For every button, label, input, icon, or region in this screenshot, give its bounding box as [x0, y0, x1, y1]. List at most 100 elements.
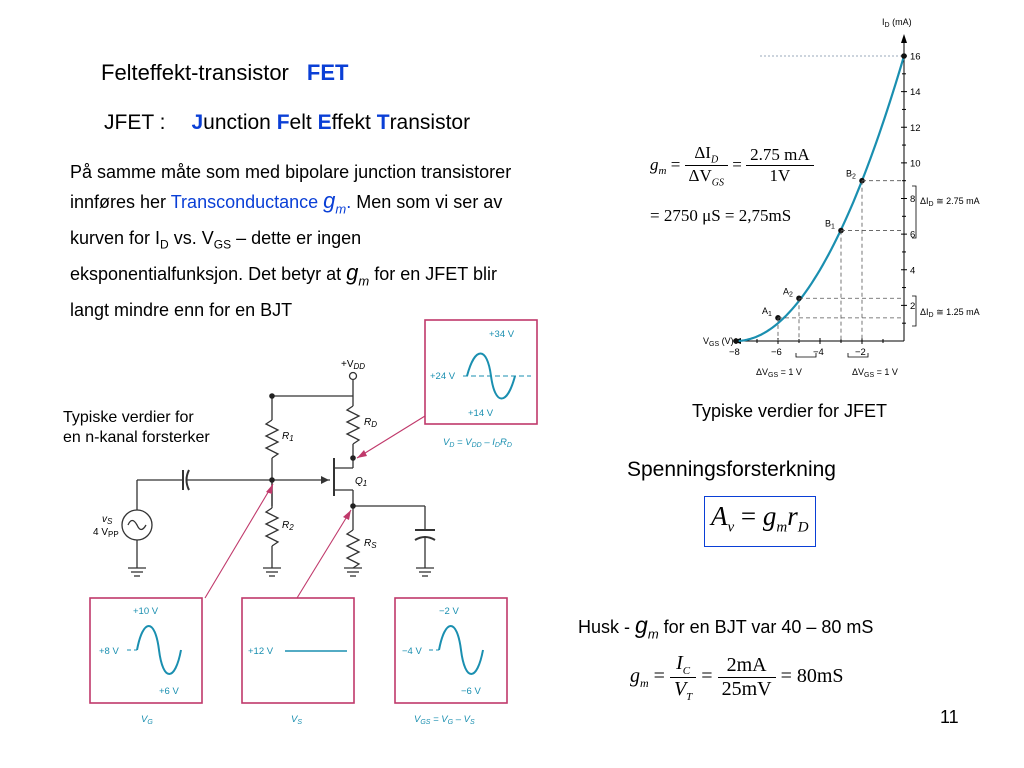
gm-symbol: gm — [346, 259, 370, 289]
point-label: B2 — [846, 169, 856, 181]
pointer-arrow — [343, 510, 351, 520]
title-accent: FET — [306, 60, 349, 85]
vgs-bottom-label: −6 V — [461, 686, 481, 697]
gm-symbol: gm — [323, 187, 347, 216]
y-tick-label: 12 — [910, 123, 921, 134]
drain-node — [350, 455, 356, 461]
di-annotation-large: ΔID ≅ 2.75 mA — [920, 196, 980, 208]
y-tick-label: 10 — [910, 158, 921, 169]
point-label: A1 — [762, 306, 772, 318]
gate-mid-label: +8 V — [99, 646, 119, 657]
para-line: eksponentialfunksjon. Det betyr at gm fo… — [70, 259, 497, 289]
gm-result: = 2750 μS = 2,75mS — [650, 206, 792, 225]
husk-line: Husk - gm for en BJT var 40 – 80 mS — [578, 612, 874, 642]
vgs-waveform-box — [394, 597, 508, 704]
amplifier-circuit: +VDD R1 R2 RD RS Q1 vS 4 VPP +34 V +24 V… — [89, 319, 538, 726]
pointer-lines — [204, 415, 426, 599]
gate-node — [269, 477, 275, 483]
para-text: Men som vi ser av — [351, 191, 503, 212]
note-line: Typiske verdier for — [63, 409, 194, 426]
r2-resistor — [264, 507, 280, 547]
subtitle-initial: T — [376, 111, 390, 134]
drain-bottom-label: +14 V — [468, 408, 494, 419]
para-line: På samme måte som med bipolare junction … — [70, 162, 512, 182]
para-text: innføres her — [70, 191, 167, 212]
gate-top-label: +10 V — [133, 606, 159, 617]
pinch-off-marker — [733, 338, 739, 344]
rs-label: RS — [364, 538, 377, 550]
y-tick-label: 2 — [910, 301, 915, 312]
subtitle-word: ransistor — [389, 111, 471, 134]
drain-waveform-box — [424, 319, 538, 425]
vgs-top-label: −2 V — [439, 606, 459, 617]
subtitle-word: unction — [203, 111, 271, 134]
di-annotation-small: ΔID ≅ 1.25 mA — [920, 307, 980, 319]
point-label: A2 — [783, 286, 793, 298]
slide-subtitle: JFET :Junction Felt Effekt Transistor — [104, 111, 470, 135]
source-node — [350, 503, 356, 509]
r2-label: R2 — [282, 520, 294, 532]
gain-formula: Av = gmrD — [704, 496, 816, 548]
x-axis-label: VGS (V) — [703, 336, 734, 348]
vdd-node — [269, 393, 275, 399]
gate-arrow — [321, 476, 329, 484]
idss-marker — [901, 53, 907, 59]
y-tick-label: 8 — [910, 194, 915, 205]
gate-caption: VG — [141, 714, 153, 726]
gate-waveform — [136, 625, 182, 675]
x-tick-label: −4 — [813, 347, 824, 358]
pointer-arrow — [357, 450, 367, 458]
note-line: en n-kanal forsterker — [63, 429, 210, 446]
x-tick-label: −6 — [771, 347, 782, 358]
para-line: langt mindre enn for en BJT — [70, 299, 293, 320]
vs-amplitude: 4 VPP — [93, 527, 119, 539]
jfet-note: Typiske verdier for JFET — [692, 401, 888, 421]
q1-label: Q1 — [355, 476, 367, 488]
subtitle-initial: E — [317, 111, 332, 134]
subtitle-word: ffekt — [331, 111, 371, 134]
source-caption: VS — [291, 714, 302, 726]
r1-resistor — [264, 419, 280, 459]
drain-caption: VD = VDD – IDRD — [443, 437, 512, 449]
y-axis-arrow — [901, 34, 907, 43]
para-line: kurven for ID vs. VGS – dette er ingen — [70, 227, 362, 252]
drain-mid-label: +24 V — [430, 371, 456, 382]
rd-label: RD — [364, 417, 377, 429]
gate-bottom-label: +6 V — [159, 686, 179, 697]
subtitle-word: elt — [289, 111, 312, 134]
pointer-arrow — [266, 484, 273, 494]
dashed-guides — [777, 180, 904, 341]
rs-resistor — [345, 529, 361, 569]
x-tick-label: −2 — [855, 347, 866, 358]
vgs-caption: VGS = VG – VS — [414, 714, 475, 726]
circuit-note: Typiske verdier for en n-kanal forsterke… — [63, 408, 210, 448]
y-tick-label: 16 — [910, 52, 921, 63]
rd-resistor — [345, 405, 361, 445]
y-tick-label: 4 — [910, 265, 915, 276]
page-number: 11 — [940, 707, 959, 727]
dv-bracket-left — [795, 353, 817, 358]
y-tick-label: 6 — [910, 230, 915, 241]
gate-waveform-box — [89, 597, 203, 704]
para-line: innføres her Transconductance gm. Men so… — [70, 187, 645, 224]
body-paragraph: På samme måte som med bipolare junction … — [70, 158, 645, 324]
di-bracket-small — [912, 295, 917, 327]
di-bracket-large — [912, 185, 917, 239]
y-axis-label: ID (mA) — [882, 17, 912, 29]
vs-label: vS — [102, 514, 113, 526]
gain-heading: Spenningsforsterkning — [627, 458, 836, 481]
subtitle-initial: J — [191, 111, 204, 134]
drain-top-label: +34 V — [489, 329, 515, 340]
dv-bracket-right — [847, 353, 869, 358]
point-markers: A1 A2 B1 B2 — [733, 53, 907, 344]
source-mid-label: +12 V — [248, 646, 274, 657]
point-label: B1 — [825, 219, 835, 231]
vdd-label: +VDD — [341, 359, 365, 371]
subtitle-prefix: JFET : — [104, 111, 166, 134]
